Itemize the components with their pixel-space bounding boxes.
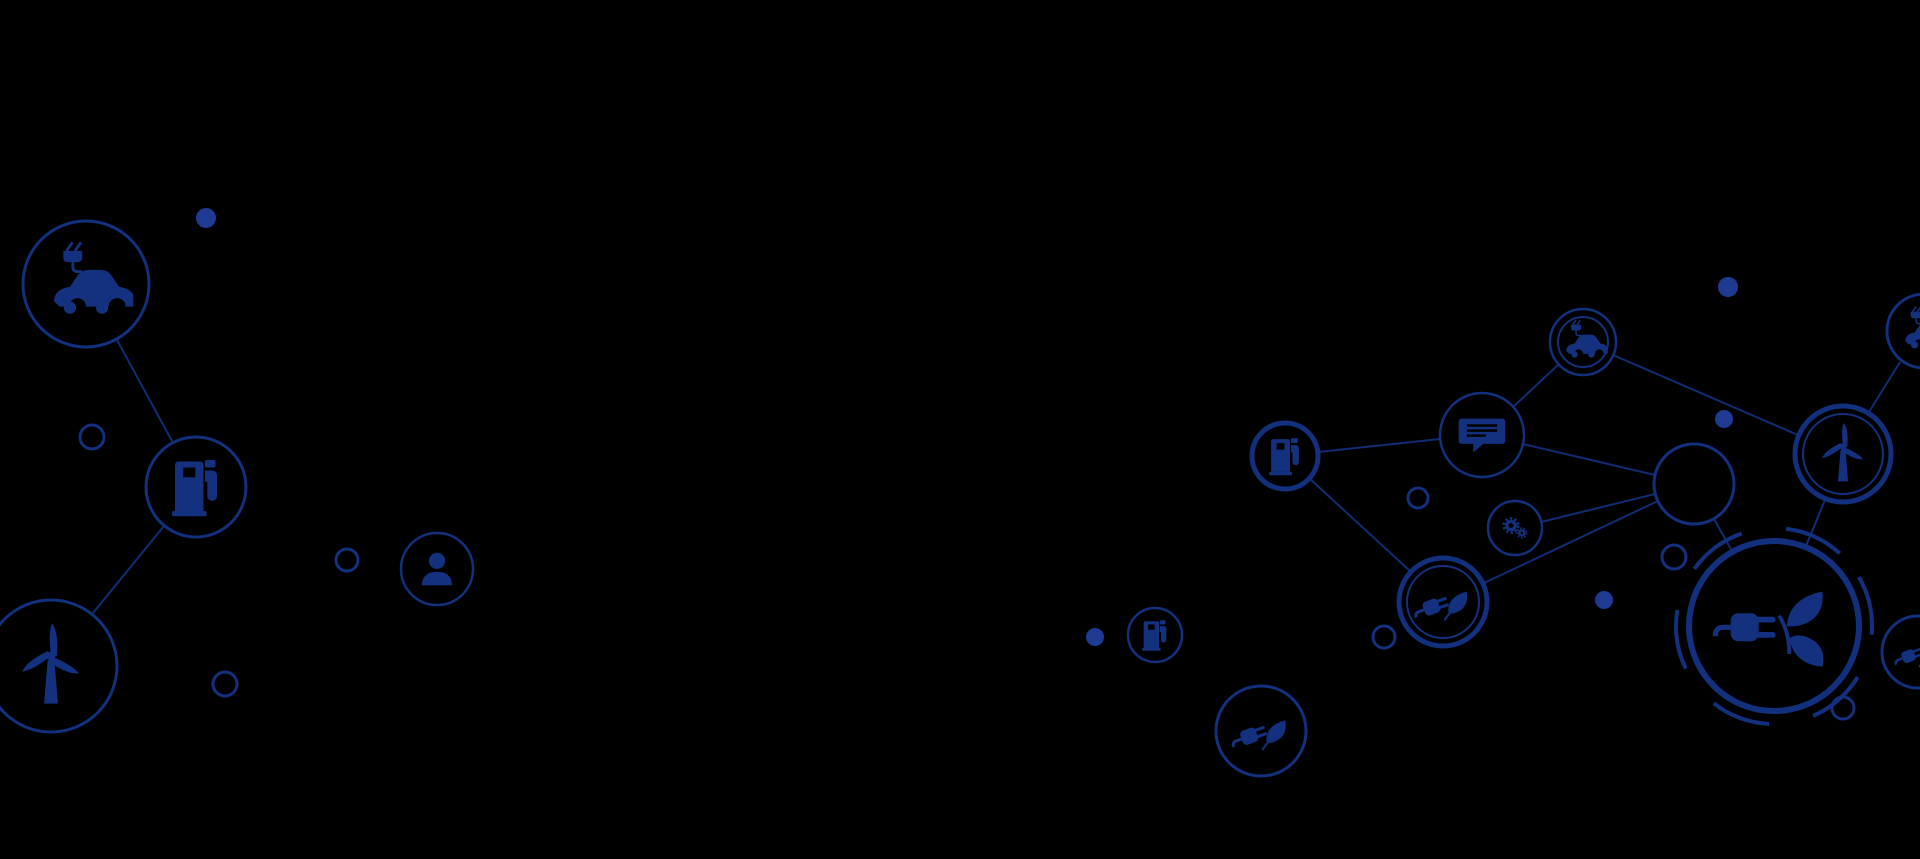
dot-2-dot — [1086, 628, 1104, 646]
ev-car-icon — [1904, 306, 1920, 350]
connector-line — [1512, 363, 1560, 408]
node-circle — [0, 598, 119, 734]
ev-car-icon — [52, 241, 134, 316]
dot-3-dot — [1718, 277, 1738, 297]
node-circle — [1438, 391, 1526, 479]
node-circle — [1486, 499, 1544, 557]
ev-car-left-node — [21, 219, 151, 349]
plug-leaf-icon — [1891, 642, 1920, 669]
connector-line — [1868, 361, 1901, 413]
wind-turbine-right-node — [1792, 403, 1894, 505]
plug-leaves-large-node — [1674, 526, 1874, 726]
ring-4-circle — [1406, 486, 1430, 510]
plug-leaf-icon — [1227, 718, 1288, 752]
gears-node — [1486, 499, 1544, 557]
ev-car-right-node — [1548, 307, 1618, 377]
connector-line — [1317, 438, 1441, 453]
fuel-pump-middle-node — [1126, 606, 1184, 664]
person-icon — [421, 552, 453, 586]
connector-line — [1612, 354, 1799, 436]
connector-line — [1483, 500, 1659, 584]
person-node — [399, 531, 475, 607]
ring-6-circle — [1660, 543, 1688, 571]
connector-line — [1805, 499, 1826, 547]
plug-leaf-icon — [1410, 589, 1469, 622]
ring-3-circle — [211, 670, 239, 698]
connector-line — [1540, 493, 1656, 523]
edge-circle-bottom-node — [1880, 614, 1920, 690]
fuel-pump-icon — [172, 460, 217, 517]
edge-circle-top-node — [1885, 292, 1920, 370]
halo-ring — [1674, 526, 1874, 726]
ring-5-circle — [1371, 624, 1397, 650]
plug-leaf-right-node — [1396, 555, 1490, 649]
chat-icon — [1458, 418, 1506, 453]
ring-2-circle — [334, 547, 360, 573]
wind-turbine-icon — [1820, 423, 1865, 482]
dot-4-dot — [1715, 410, 1733, 428]
wind-turbine-icon — [19, 623, 80, 704]
node-circle — [399, 531, 475, 607]
node-circle — [1548, 307, 1618, 377]
connector-line — [92, 525, 165, 614]
plug-leaf-middle-node — [1214, 684, 1308, 778]
node-circle — [144, 435, 248, 539]
dot-1-dot — [196, 208, 216, 228]
fuel-pump-right-node — [1249, 420, 1321, 492]
fuel-pump-icon — [1142, 620, 1167, 651]
ring-1-circle — [78, 423, 106, 451]
node-inner-circle — [1406, 565, 1480, 639]
node-circle — [1792, 403, 1894, 505]
node-circle — [1880, 614, 1920, 690]
chat-bubble-node — [1438, 391, 1526, 479]
node-circle — [1396, 555, 1490, 649]
node-circle — [1126, 606, 1184, 664]
node-inner-circle — [1802, 413, 1884, 495]
node-circle — [21, 219, 151, 349]
diagram-layer — [0, 208, 1920, 778]
fuel-pump-icon — [1269, 438, 1299, 476]
dot-5-dot — [1595, 591, 1613, 609]
node-circle — [1686, 538, 1862, 714]
connector-line — [1713, 518, 1733, 552]
connector-line — [116, 339, 173, 442]
node-circle — [1214, 684, 1308, 778]
node-inner-circle — [1557, 316, 1609, 368]
node-circle — [1652, 442, 1736, 526]
hub-circle-node — [1652, 442, 1736, 526]
connector-line — [1308, 477, 1411, 572]
plug-leaves-icon — [1715, 592, 1823, 667]
node-circle — [1885, 292, 1920, 370]
connector-line — [1522, 443, 1656, 476]
node-circle — [1249, 420, 1321, 492]
fuel-pump-left-node — [144, 435, 248, 539]
gears-icon — [1502, 517, 1528, 539]
wind-turbine-left-node — [0, 598, 119, 734]
